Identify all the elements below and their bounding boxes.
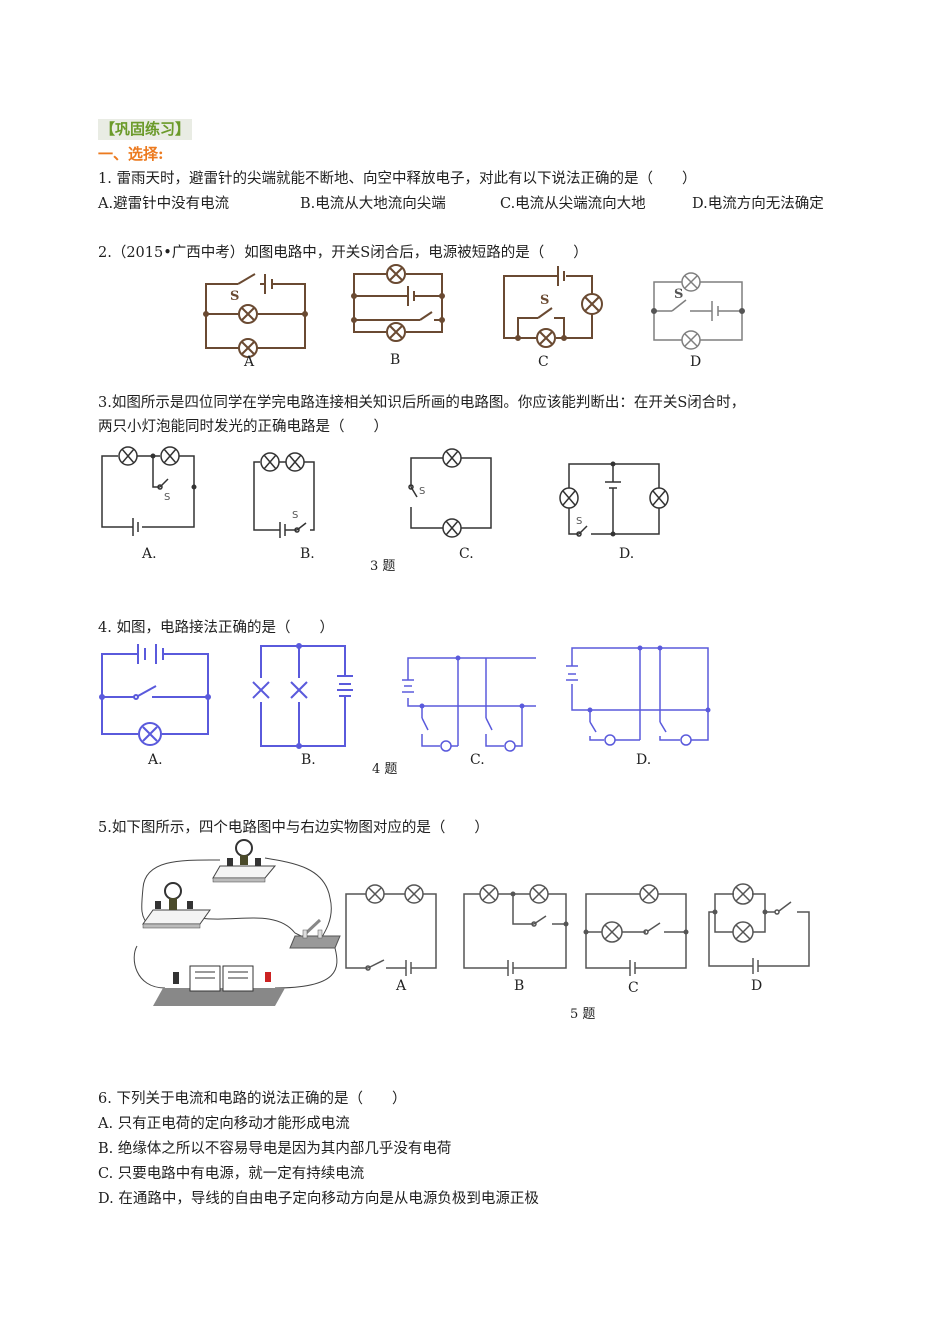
circuit-diagram-icon: S <box>253 452 315 538</box>
q4-label-a: A. <box>148 752 163 768</box>
q2-circuit-b: B <box>350 264 460 373</box>
q5-label-c: C <box>628 980 639 996</box>
q4-label-d: D. <box>636 752 652 768</box>
q3-stem-line1: 3.如图所示是四位同学在学完电路连接相关知识后所画的电路图。你应该能判断出：在开… <box>98 395 746 411</box>
q2-circuit-c: S C <box>500 266 610 373</box>
circuit-diagram-icon <box>402 655 536 752</box>
section-title: 【巩固练习】 <box>98 119 193 140</box>
q4-label-b: B. <box>301 752 316 768</box>
circuit-diagram-icon: S <box>503 266 603 348</box>
circuit-diagram-icon: S <box>408 448 492 538</box>
q6-option-d[interactable]: D. 在通路中，导线的自由电子定向移动方向是从电源负极到电源正极 <box>98 1191 539 1207</box>
q1-option-a[interactable]: A.避雷针中没有电流 <box>98 196 230 212</box>
physical-circuit-illustration-icon <box>133 839 341 1006</box>
q5-circuit-d: D <box>705 878 815 1003</box>
q2-label-a: A <box>244 354 255 370</box>
circuit-diagram-icon: S <box>559 461 669 537</box>
q2-label-c: C <box>538 354 549 370</box>
q4-stem: 4. 如图，电路接法正确的是（ ） <box>98 620 334 636</box>
q4-circuit-c: C. <box>400 650 540 770</box>
q5-physical-circuit-image <box>125 838 345 1008</box>
q4-caption: 4 题 <box>372 762 398 777</box>
q3-stem-line2: 两只小灯泡能同时发光的正确电路是（ ） <box>98 419 388 435</box>
circuit-diagram-icon: S <box>651 272 745 350</box>
circuit-diagram-icon <box>583 884 689 976</box>
circuit-diagram-icon <box>463 884 569 976</box>
svg-text:S: S <box>230 289 239 304</box>
q3-label-b: B. <box>300 546 315 562</box>
svg-text:S: S <box>674 287 683 302</box>
q1-option-d[interactable]: D.电流方向无法确定 <box>692 196 824 212</box>
svg-text:S: S <box>164 492 170 503</box>
q6-option-b[interactable]: B. 绝缘体之所以不容易导电是因为其内部几乎没有电荷 <box>98 1141 452 1157</box>
q2-label-d: D <box>690 354 702 370</box>
q6-option-a[interactable]: A. 只有正电荷的定向移动才能形成电流 <box>98 1116 350 1132</box>
q2-label-b: B <box>390 352 401 368</box>
svg-text:S: S <box>292 510 298 521</box>
q5-label-b: B <box>514 978 525 994</box>
q3-circuit-a: S A. <box>98 442 208 570</box>
q5-stem: 5.如下图所示，四个电路图中与右边实物图对应的是（ ） <box>98 820 489 836</box>
q3-circuit-c: S C. <box>405 442 515 570</box>
q3-circuit-b: S B. <box>250 442 360 570</box>
q5-label-a: A <box>396 978 407 994</box>
circuit-diagram-icon <box>708 883 810 974</box>
q2-stem: 2.（2015•广西中考）如图电路中，开关S闭合后，电源被短路的是（ ） <box>98 245 588 261</box>
q4-circuit-a: A. <box>98 640 218 770</box>
q5-circuit-b: B <box>458 878 569 1003</box>
q3-circuit-d: S D. <box>555 442 675 570</box>
circuit-diagram-icon <box>345 884 437 976</box>
q1-option-b[interactable]: B.电流从大地流向尖端 <box>300 196 446 212</box>
q2-circuit-a: S A <box>200 268 310 373</box>
q1-option-c[interactable]: C.电流从尖端流向大地 <box>500 196 646 212</box>
circuit-diagram-icon <box>566 645 711 746</box>
circuit-diagram-icon: S <box>203 273 308 358</box>
circuit-diagram-icon <box>252 643 353 749</box>
svg-text:S: S <box>540 293 549 308</box>
q5-caption: 5 题 <box>570 1007 596 1022</box>
q6-option-c[interactable]: C. 只要电路中有电源，就一定有持续电流 <box>98 1166 365 1182</box>
q3-label-a: A. <box>142 546 157 562</box>
q4-circuit-d: D. <box>560 640 720 770</box>
q4-circuit-b: B. <box>245 640 365 770</box>
q2-circuit-d: S D <box>650 268 760 373</box>
section-subtitle: 一、选择: <box>98 145 164 163</box>
svg-text:S: S <box>419 486 425 497</box>
svg-text:S: S <box>576 516 582 527</box>
circuit-diagram-icon: S <box>101 446 197 536</box>
q3-caption: 3 题 <box>370 559 396 574</box>
q3-label-c: C. <box>459 546 474 562</box>
q1-stem: 1. 雷雨天时，避雷针的尖端就能不断地、向空中释放电子，对此有以下说法正确的是（… <box>98 171 697 187</box>
circuit-diagram-icon <box>351 264 445 342</box>
q4-label-c: C. <box>470 752 485 768</box>
q6-stem: 6. 下列关于电流和电路的说法正确的是（ ） <box>98 1091 407 1107</box>
q5-circuit-c: C <box>582 878 692 1003</box>
circuit-diagram-icon <box>99 644 211 746</box>
q5-circuit-a: A <box>340 878 450 1003</box>
q5-label-d: D <box>751 978 763 994</box>
q3-label-d: D. <box>619 546 635 562</box>
